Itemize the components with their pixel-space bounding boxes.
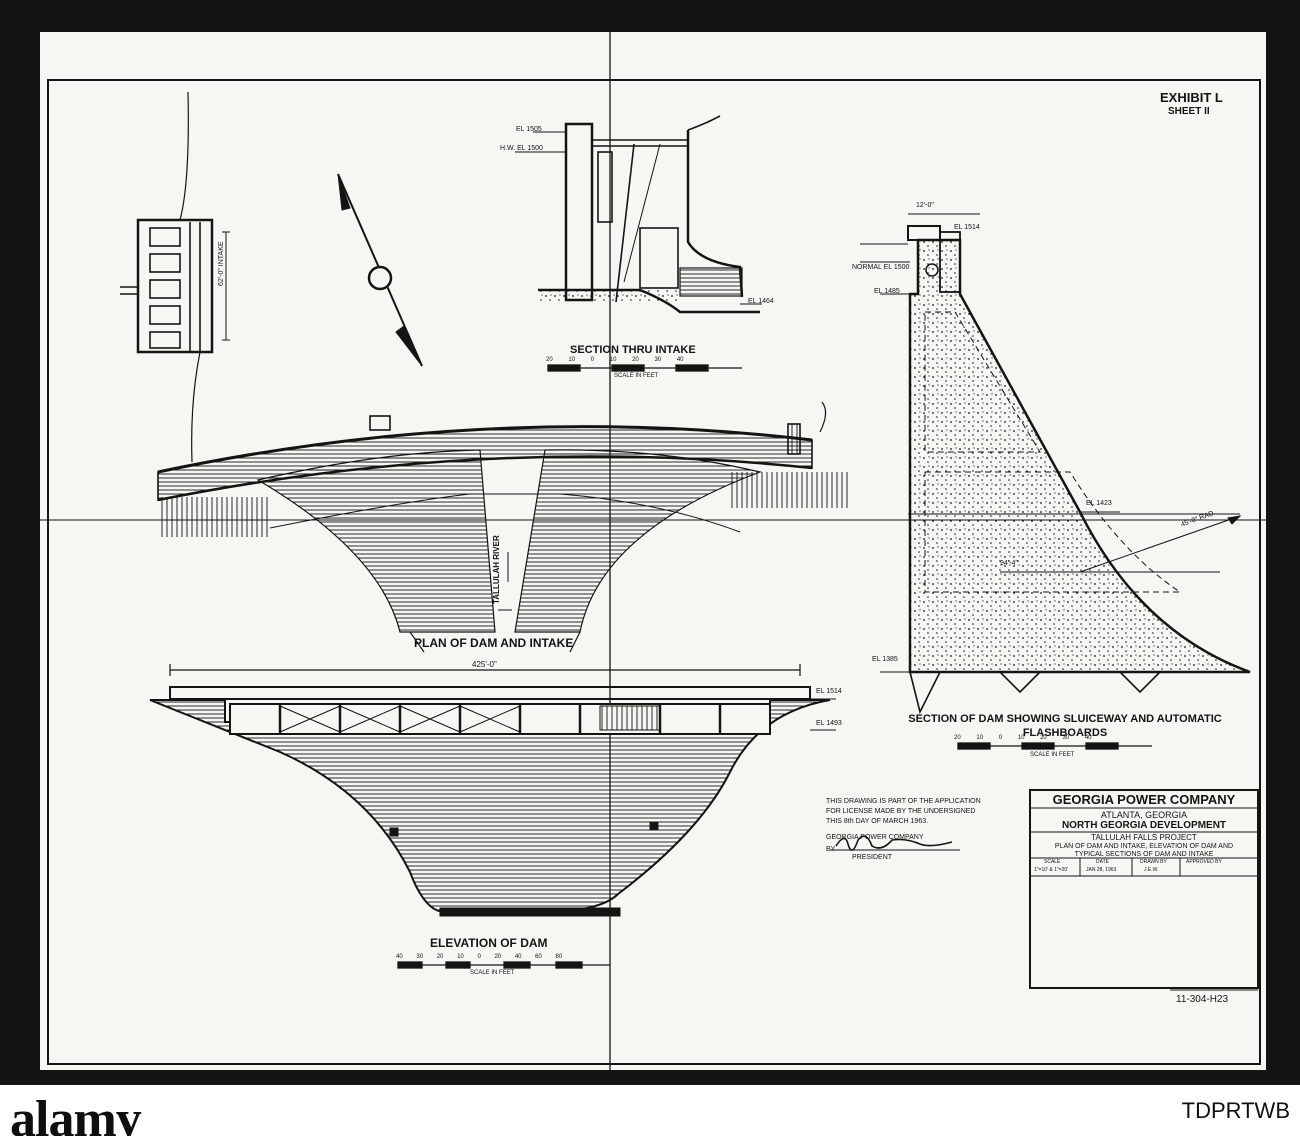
- elevation-el-top: EL 1514: [816, 688, 842, 695]
- title-block-company: GEORGIA POWER COMPANY: [1052, 792, 1236, 807]
- elevation-scale-bar: [397, 961, 610, 969]
- title-block-description-1: PLAN OF DAM AND INTAKE, ELEVATION OF DAM…: [1054, 843, 1234, 850]
- sheet-number: SHEET II: [1168, 106, 1210, 117]
- inner-border: [47, 79, 1261, 1065]
- intake-section-title: SECTION THRU INTAKE: [570, 344, 696, 356]
- drawing-number-stamp: 11-304-H23: [820, 1034, 1197, 1067]
- watermark-logo: alamy: [10, 1091, 142, 1136]
- elevation-scale-label: SCALE IN FEET: [470, 970, 515, 976]
- watermark-strip: [0, 1085, 1300, 1136]
- signature: [835, 835, 953, 851]
- section-width-top: 12'-0": [916, 202, 934, 209]
- elevation-el-mid: EL 1493: [816, 720, 842, 727]
- drawing-number: 11-304-H23: [1176, 994, 1229, 1005]
- intake-el-top: EL 1505: [516, 126, 542, 133]
- north-arrow: [337, 173, 423, 367]
- title-block-col-scale: SCALE: [1044, 859, 1061, 865]
- title-block: [1029, 789, 1259, 989]
- exhibit-title: EXHIBIT L: [1160, 90, 1223, 105]
- paper: EXHIBIT L SHEET II EL 1505 H.W. EL 1500 …: [40, 32, 1266, 1070]
- elevation-title: ELEVATION OF DAM: [430, 936, 548, 950]
- engineering-drawing: [40, 32, 1266, 1070]
- intake-scale-bar: [547, 364, 742, 372]
- section-el-flash: EL 1485: [874, 288, 900, 295]
- certification-by: BY: [826, 846, 836, 853]
- section-scale-label: SCALE IN FEET: [1030, 752, 1075, 758]
- title-block-val-scale: 1"=10' & 1"=20': [1034, 867, 1069, 873]
- section-el-top: EL 1514: [954, 224, 980, 231]
- intake-el-bottom: EL 1464: [748, 298, 774, 305]
- intake-scale-ticks: 20 10 0 10 20 30 40: [546, 357, 684, 363]
- title-block-val-drawn: J.E.W.: [1144, 867, 1159, 873]
- intake-section: [515, 115, 762, 314]
- blueprint-sheet: EXHIBIT L SHEET II EL 1505 H.W. EL 1500 …: [0, 0, 1300, 1085]
- certification-president: PRESIDENT: [852, 854, 893, 861]
- title-block-description-2: TYPICAL SECTIONS OF DAM AND INTAKE: [1074, 851, 1214, 858]
- elevation-scale-ticks: 40 30 20 10 0 20 40 60 80: [396, 954, 563, 960]
- title-block-city: ATLANTA, GEORGIA: [1100, 810, 1188, 820]
- elevation-length: 425'-0": [472, 660, 497, 669]
- intake-el-hw: H.W. EL 1500: [500, 145, 543, 152]
- watermark-code: TDPRTWB: [1181, 1098, 1290, 1123]
- section-title: SECTION OF DAM SHOWING SLUICEWAY AND AUT…: [908, 713, 1222, 739]
- section-el-mid: EL 1423: [1086, 500, 1112, 507]
- title-block-val-date: JAN 28, 1963: [1086, 867, 1117, 873]
- certification-company: GEORGIA POWER COMPANY: [826, 834, 924, 841]
- title-block-col-drawn: DRAWN BY: [1140, 859, 1167, 865]
- intake-scale-label: SCALE IN FEET: [614, 373, 659, 379]
- title-block-col-approved: APPROVED BY: [1186, 859, 1222, 865]
- plan-title: PLAN OF DAM AND INTAKE: [414, 636, 574, 650]
- intake-dimension: 62'-0" INTAKE: [218, 241, 225, 286]
- title-block-col-date: DATE: [1096, 859, 1109, 865]
- intake-plan: [120, 91, 230, 463]
- section-scale-ticks: 20 10 0 10 20 30 40: [954, 735, 1092, 741]
- title-block-project: TALLULAH FALLS PROJECT: [1091, 833, 1197, 842]
- section-normal-el: NORMAL EL 1500: [852, 264, 910, 271]
- certification-line-2: FOR LICENSE MADE BY THE UNDERSIGNED: [826, 808, 976, 815]
- section-el-bottom: EL 1385: [872, 656, 898, 663]
- certification-line-1: THIS DRAWING IS PART OF THE APPLICATION: [826, 798, 981, 805]
- title-block-development: NORTH GEORGIA DEVELOPMENT: [1061, 820, 1227, 831]
- dam-plan: [157, 401, 850, 653]
- dam-section: [860, 213, 1251, 715]
- section-dim-base: 94'-4": [1000, 560, 1018, 567]
- dam-elevation: [149, 664, 836, 917]
- river-label: TALLULAH RIVER: [492, 535, 501, 604]
- section-scale-bar: [957, 742, 1152, 750]
- certification-line-3: THIS 8th DAY OF MARCH 1963.: [826, 818, 929, 825]
